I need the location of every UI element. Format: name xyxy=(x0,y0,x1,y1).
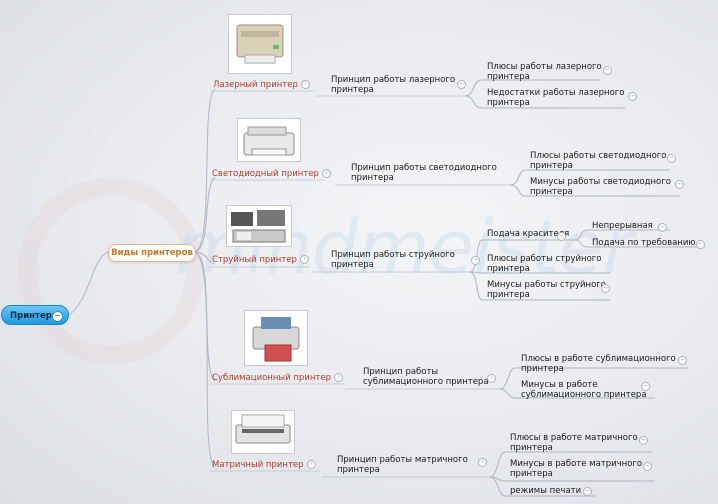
branch-inkjet[interactable]: Струйный принтер› xyxy=(212,255,309,265)
collapse-minus-icon[interactable]: − xyxy=(603,66,612,75)
laser-cons[interactable]: Недостатки работы лазерного принтера xyxy=(487,88,625,108)
collapse-minus-icon[interactable]: − xyxy=(639,436,648,445)
led-principle[interactable]: Принцип работы светодиодного принтера xyxy=(351,163,497,183)
expand-arrow-icon[interactable]: › xyxy=(333,373,343,382)
inkjet-dye-continuous[interactable]: Непрерывная xyxy=(592,221,653,231)
inkjet-dye-on-demand[interactable]: Подача по требованию xyxy=(592,238,696,248)
expand-arrow-icon[interactable]: › xyxy=(299,255,309,264)
branch-matrix[interactable]: Матричный принтер› xyxy=(212,460,316,470)
inkjet-dye-supply[interactable]: Подача красителя xyxy=(487,229,570,239)
collapse-minus-icon[interactable]: − xyxy=(643,462,652,471)
link-sublimation xyxy=(193,251,216,382)
branch-led-label: Светодиодный принтер xyxy=(212,169,319,179)
laser-principle[interactable]: Принцип работы лазерного принтера xyxy=(331,75,456,95)
branch-laser-label: Лазерный принтер xyxy=(213,80,298,90)
sublimation-cons[interactable]: Минусы в работе сублимационного принтера xyxy=(521,380,647,400)
led-pros[interactable]: Плюсы работы светодиодного принтера xyxy=(530,151,667,171)
collapse-minus-icon[interactable]: − xyxy=(628,92,637,101)
link-led xyxy=(193,176,216,253)
branch-led[interactable]: Светодиодный принтер› xyxy=(212,169,331,179)
collapse-minus-icon[interactable]: − xyxy=(658,223,667,232)
matrix-print-modes[interactable]: режимы печати xyxy=(510,486,582,496)
inkjet-principle[interactable]: Принцип работы струйного принтера xyxy=(331,250,455,270)
link-root-category xyxy=(68,251,109,316)
expand-arrow-icon[interactable]: › xyxy=(478,458,487,467)
matrix-principle[interactable]: Принцип работы матричного принтера xyxy=(337,455,468,475)
root-node[interactable]: Принтеры − xyxy=(1,305,69,325)
matrix-printer-image xyxy=(231,410,295,454)
sublimation-principle[interactable]: Принцип работы сублимационного принтера xyxy=(363,367,489,387)
collapse-minus-icon[interactable]: − xyxy=(471,256,480,265)
led-cons[interactable]: Минусы работы светодиодного принтера xyxy=(530,177,671,197)
expand-arrow-icon[interactable]: › xyxy=(300,80,310,89)
link-laser xyxy=(193,88,216,253)
collapse-minus-icon[interactable]: − xyxy=(675,180,684,189)
inkjet-cons[interactable]: Минусы работы струйного принтера xyxy=(487,280,606,300)
root-toggle-minus-icon[interactable]: − xyxy=(52,311,63,322)
branch-inkjet-label: Струйный принтер xyxy=(212,255,297,265)
laser-printer-image xyxy=(228,14,292,74)
branch-sublimation-label: Сублимационный принтер xyxy=(212,373,331,383)
expand-arrow-icon[interactable]: › xyxy=(487,374,496,383)
matrix-pros[interactable]: Плюсы в работе матричного принтера xyxy=(510,433,638,453)
sublimation-printer-image xyxy=(244,310,308,366)
expand-arrow-icon[interactable]: › xyxy=(306,460,316,469)
collapse-minus-icon[interactable]: − xyxy=(641,382,650,391)
led-printer-image xyxy=(237,118,301,162)
collapse-minus-icon[interactable]: − xyxy=(557,232,566,241)
inkjet-pros[interactable]: Плюсы работы струйного принтера xyxy=(487,254,602,274)
branch-laser[interactable]: Лазерный принтер› xyxy=(213,80,310,90)
category-node[interactable]: Виды принтеров xyxy=(108,244,196,262)
link-inkjet xyxy=(193,251,216,265)
branch-sublimation[interactable]: Сублимационный принтер› xyxy=(212,373,343,383)
sublimation-pros[interactable]: Плюсы в работе сублимационного принтера xyxy=(521,354,676,374)
collapse-minus-icon[interactable]: − xyxy=(583,487,592,496)
collapse-minus-icon[interactable]: − xyxy=(696,240,705,249)
branch-matrix-label: Матричный принтер xyxy=(212,460,304,470)
root-label: Принтеры xyxy=(10,311,60,321)
collapse-minus-icon[interactable]: − xyxy=(678,356,687,365)
laser-pros[interactable]: Плюсы работы лазерного принтера xyxy=(487,62,602,82)
link-matrix xyxy=(193,251,216,469)
collapse-minus-icon[interactable]: − xyxy=(601,284,610,293)
collapse-minus-icon[interactable]: − xyxy=(667,154,676,163)
matrix-cons[interactable]: Минусы в работе матричного принтера xyxy=(510,459,643,479)
collapse-minus-icon[interactable]: − xyxy=(457,80,466,89)
inkjet-printer-image xyxy=(226,205,292,247)
expand-arrow-icon[interactable]: › xyxy=(321,169,331,178)
